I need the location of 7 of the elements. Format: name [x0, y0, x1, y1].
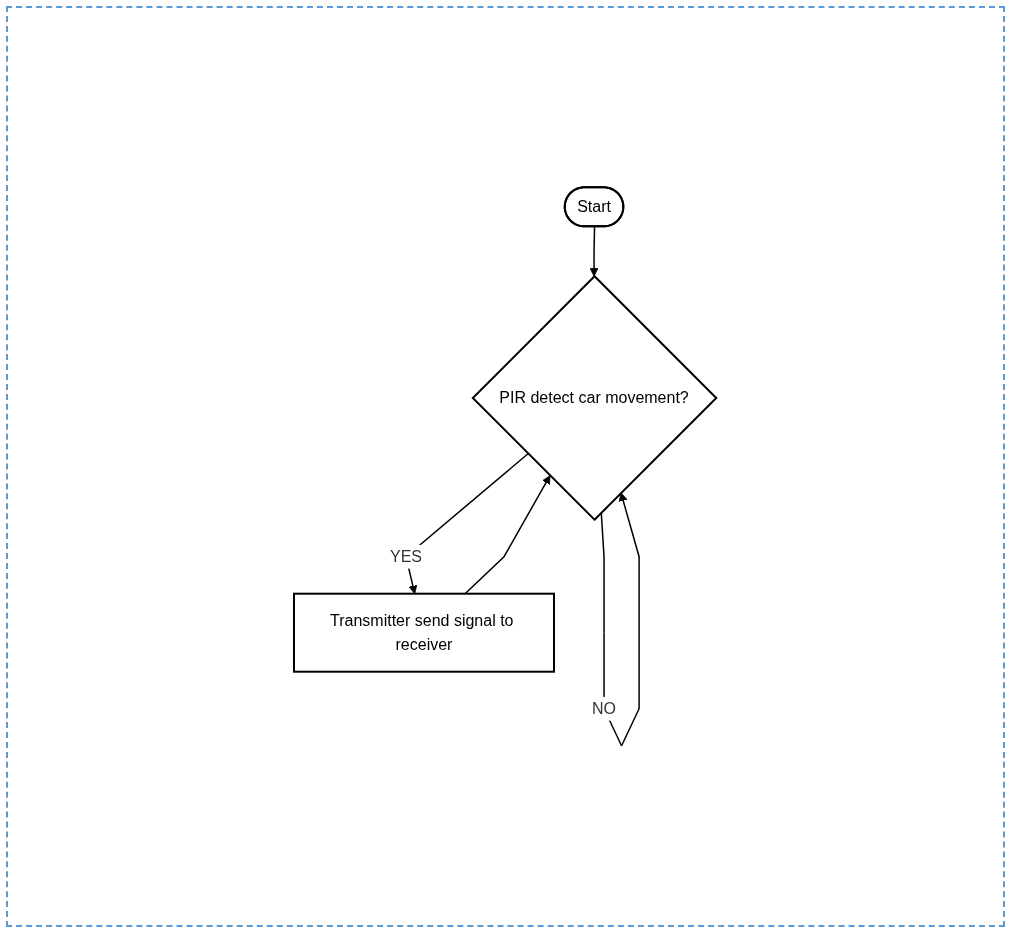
node-diamond: PIR detect car movement?	[471, 274, 719, 522]
arrow	[600, 492, 641, 747]
edge-label: NO	[592, 699, 617, 717]
node-box: Transmitter send signal to receiver	[293, 592, 556, 673]
arrow	[590, 225, 599, 277]
edge-label: YES	[390, 547, 423, 565]
arrow	[464, 475, 551, 595]
